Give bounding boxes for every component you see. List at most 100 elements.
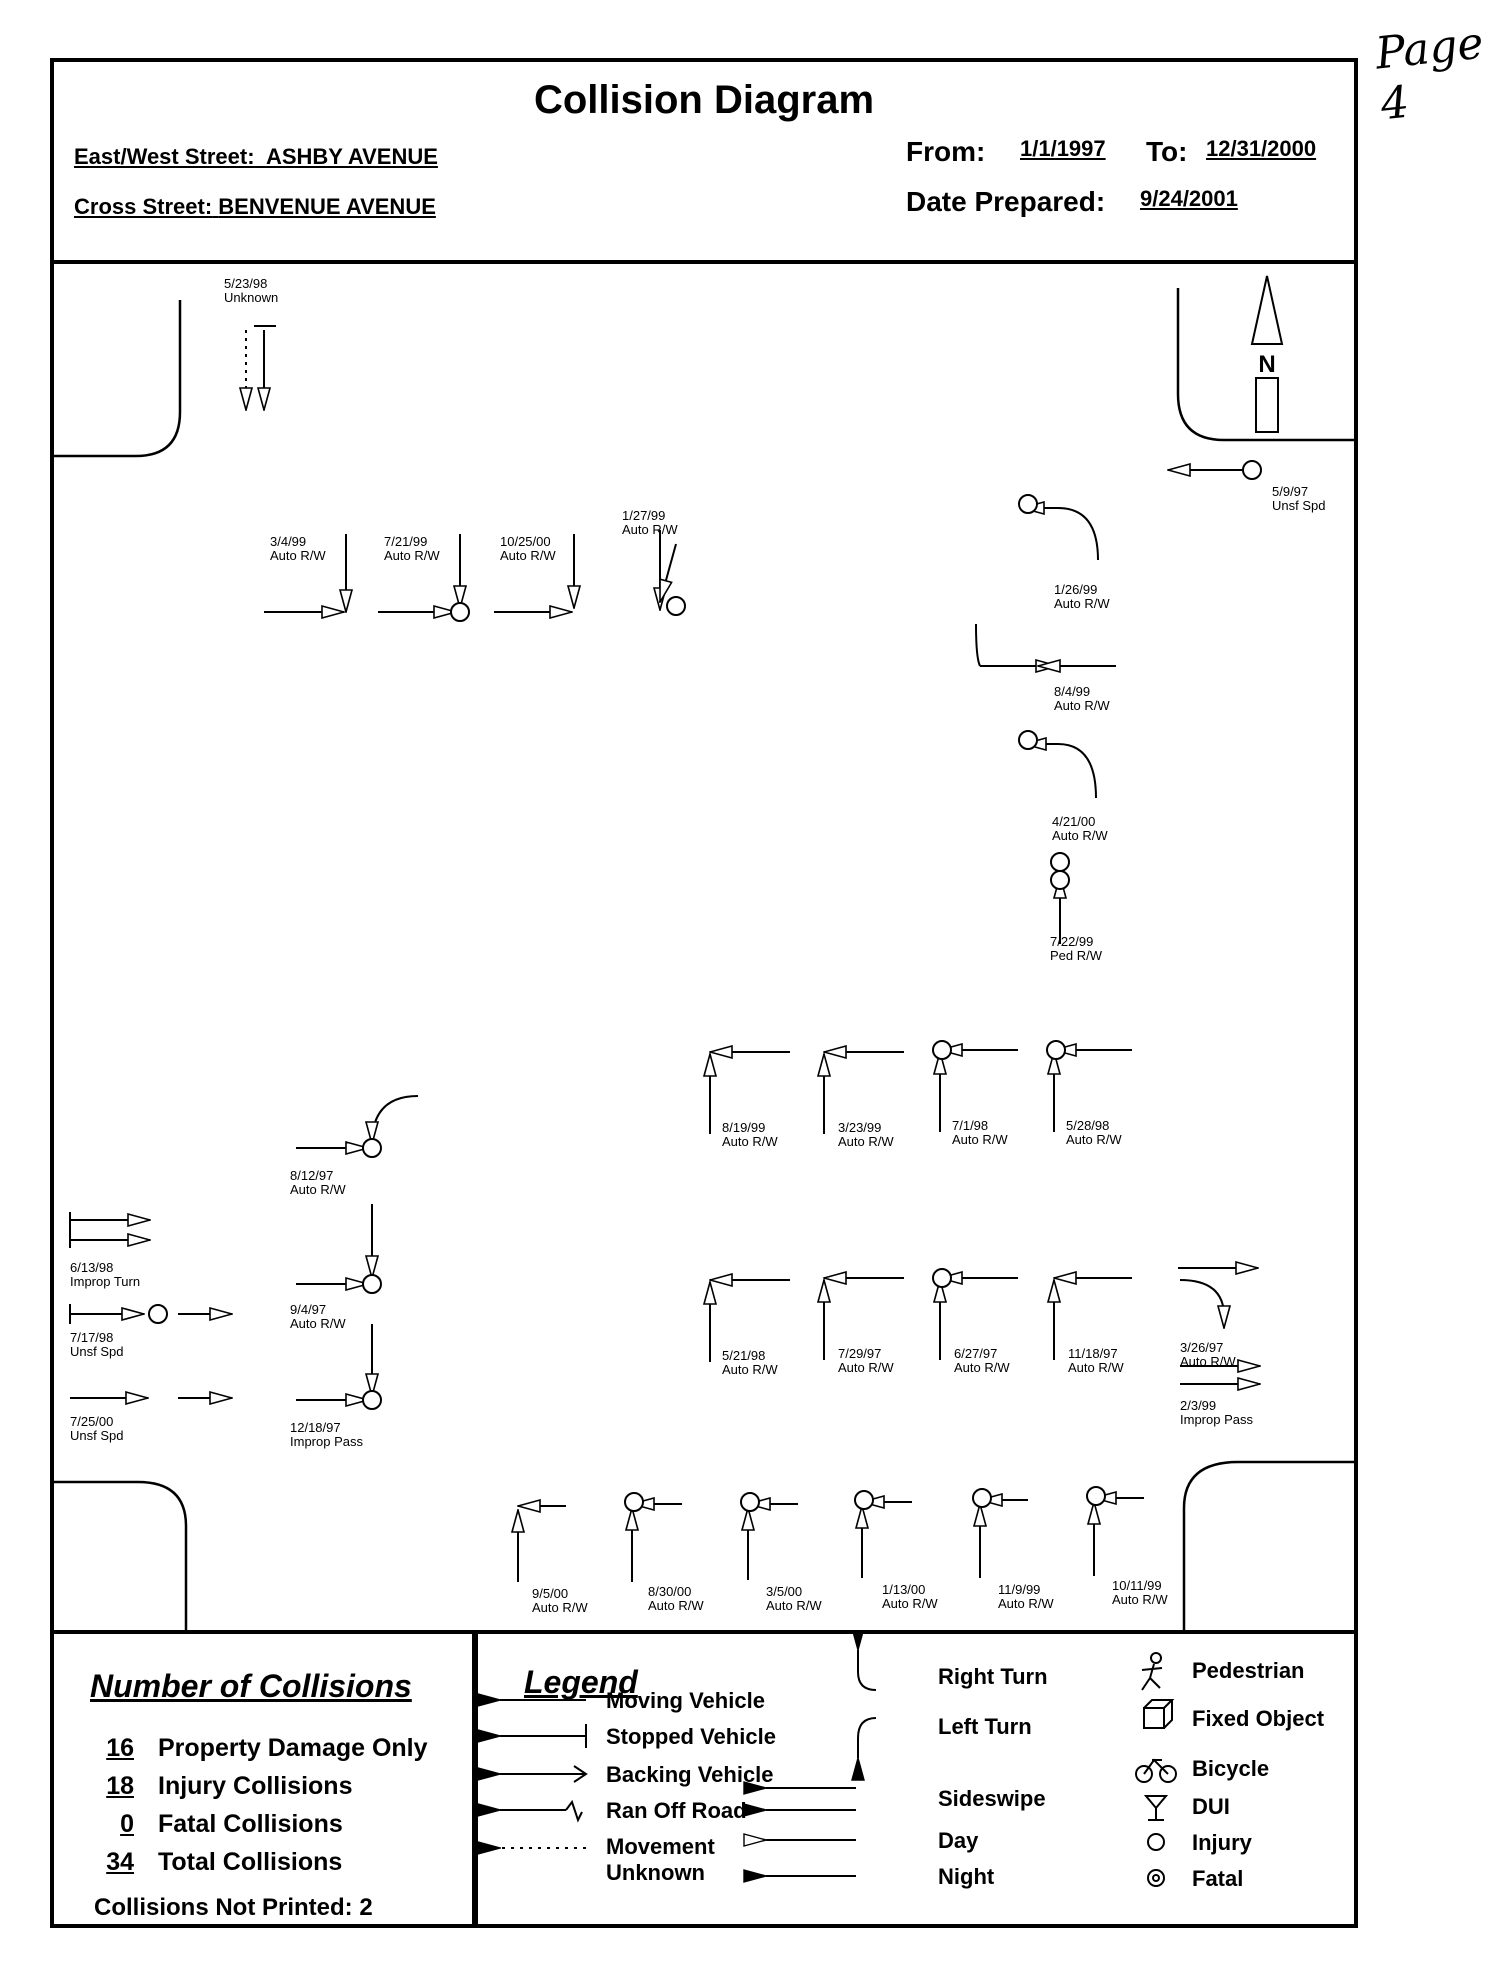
from-date: 1/1/1997 bbox=[1020, 136, 1106, 161]
legend: Legend bbox=[478, 1634, 1354, 1924]
legend-stopped-vehicle: Stopped Vehicle bbox=[606, 1724, 776, 1749]
collision-date: 5/23/98 bbox=[224, 276, 267, 291]
collision-date: 7/21/99 bbox=[384, 534, 427, 549]
injury-icon bbox=[362, 1274, 382, 1294]
injury-icon bbox=[450, 602, 470, 622]
collision-cause: Ped R/W bbox=[1050, 948, 1103, 963]
bicycle-icon bbox=[1135, 1758, 1177, 1783]
collision-date: 1/27/99 bbox=[622, 508, 665, 523]
injury-icon bbox=[1046, 1040, 1066, 1060]
collision-date: 7/1/98 bbox=[952, 1118, 988, 1133]
fixed-object-icon bbox=[1143, 1699, 1175, 1729]
diagram-canvas: N 5/23/98 Unknown 5/9/97 Unsf Spd 3/4/99… bbox=[54, 275, 1354, 1630]
footer-divider bbox=[54, 1630, 1354, 1634]
legend-backing-vehicle: Backing Vehicle bbox=[606, 1762, 774, 1787]
pedestrian-icon bbox=[1141, 1652, 1163, 1691]
count-label: Total Collisions bbox=[158, 1848, 343, 1876]
cross-street-value: BENVENUE AVENUE bbox=[218, 194, 436, 219]
injury-icon bbox=[666, 596, 686, 616]
collision-cause: Auto R/W bbox=[270, 548, 326, 563]
collision-date: 10/11/99 bbox=[1112, 1578, 1162, 1593]
north-label: N bbox=[1258, 351, 1275, 378]
collision-cause: Auto R/W bbox=[648, 1598, 704, 1613]
sideswipe-icon bbox=[766, 1788, 856, 1810]
counts-title: Number of Collisions bbox=[90, 1668, 412, 1704]
count-label: Fatal Collisions bbox=[158, 1810, 343, 1838]
collision-cause: Auto R/W bbox=[532, 1600, 588, 1615]
legend-fatal: Fatal bbox=[1192, 1866, 1244, 1891]
injury-icon bbox=[1242, 460, 1262, 480]
collision-cause: Auto R/W bbox=[1180, 1354, 1236, 1369]
collision-cause: Auto R/W bbox=[384, 548, 440, 563]
legend-moving-vehicle: Moving Vehicle bbox=[606, 1688, 765, 1713]
legend-dui: DUI bbox=[1192, 1794, 1230, 1819]
right-turn-icon bbox=[858, 1650, 877, 1691]
collision-cause: Auto R/W bbox=[1066, 1132, 1122, 1147]
collision-date: 3/26/97 bbox=[1180, 1340, 1223, 1355]
to-date: 12/31/2000 bbox=[1206, 136, 1317, 161]
injury-icon bbox=[854, 1490, 874, 1510]
collision-date: 11/18/97 bbox=[1068, 1346, 1118, 1361]
collision-date: 3/23/99 bbox=[838, 1120, 881, 1135]
collision-cause: Auto R/W bbox=[290, 1316, 346, 1331]
injury-icon bbox=[362, 1138, 382, 1158]
collision-date: 6/27/97 bbox=[954, 1346, 997, 1361]
injury-icon bbox=[1086, 1486, 1106, 1506]
collision-date: 7/17/98 bbox=[70, 1330, 113, 1345]
collision-cause: Auto R/W bbox=[1068, 1360, 1124, 1375]
collision-date: 6/13/98 bbox=[70, 1260, 113, 1275]
collision-date: 5/28/98 bbox=[1066, 1118, 1109, 1133]
north-arrow: N bbox=[1250, 275, 1284, 433]
collision-cause: Auto R/W bbox=[766, 1598, 822, 1613]
dui-icon bbox=[1143, 1795, 1169, 1821]
collision-cause: Auto R/W bbox=[952, 1132, 1008, 1147]
legend-left-turn: Left Turn bbox=[938, 1714, 1032, 1739]
curb-top-left bbox=[54, 300, 182, 458]
injury-icon bbox=[1050, 870, 1070, 890]
collision-cause: Auto R/W bbox=[1054, 698, 1110, 713]
collision-date: 8/19/99 bbox=[722, 1120, 765, 1135]
legend-right-turn: Right Turn bbox=[938, 1664, 1048, 1689]
injury-icon bbox=[972, 1488, 992, 1508]
turning-arrow bbox=[1179, 1279, 1224, 1328]
collision-date: 1/13/00 bbox=[882, 1582, 925, 1597]
collision-cause: Auto R/W bbox=[1052, 828, 1108, 843]
legend-ran-off-road: Ran Off Road bbox=[606, 1798, 747, 1823]
count-row: 0 Fatal Collisions bbox=[94, 1810, 343, 1839]
collision-date: 2/3/99 bbox=[1180, 1398, 1216, 1413]
street-curbs bbox=[54, 288, 1354, 1630]
legend-symbols bbox=[478, 1634, 1177, 1887]
collision-cause: Improp Turn bbox=[70, 1274, 140, 1289]
collision-cause: Improp Pass bbox=[290, 1434, 363, 1449]
injury-icon bbox=[362, 1390, 382, 1410]
date-prepared: 9/24/2001 bbox=[1140, 186, 1238, 211]
collision-date: 3/4/99 bbox=[270, 534, 306, 549]
injury-icon bbox=[932, 1268, 952, 1288]
collision-date: 8/12/97 bbox=[290, 1168, 333, 1183]
collision-cause: Auto R/W bbox=[1112, 1592, 1168, 1607]
collision-date: 10/25/00 bbox=[500, 534, 551, 549]
page-note: Page 4 bbox=[1373, 17, 1486, 131]
collision-cause: Unsf Spd bbox=[70, 1428, 123, 1443]
legend-fixed-object: Fixed Object bbox=[1192, 1706, 1325, 1731]
count-label: Injury Collisions bbox=[158, 1772, 353, 1800]
intersection-diagram: N 5/23/98 Unknown 5/9/97 Unsf Spd 3/4/99… bbox=[54, 264, 1354, 1630]
collision-date: 5/21/98 bbox=[722, 1348, 765, 1363]
collisions-not-printed: Collisions Not Printed: 2 bbox=[94, 1894, 373, 1921]
north-arrow-shaft bbox=[1255, 377, 1279, 433]
legend-bicycle: Bicycle bbox=[1192, 1756, 1270, 1781]
cross-street-label: Cross Street: bbox=[74, 194, 213, 219]
header: Collision Diagram East/West Street: ASHB… bbox=[54, 62, 1354, 264]
turning-arrow bbox=[1024, 744, 1097, 799]
collision-labels: 5/23/98 Unknown 5/9/97 Unsf Spd 3/4/99 A… bbox=[70, 276, 1325, 1615]
injury-icon bbox=[1018, 730, 1038, 750]
collision-cause: Auto R/W bbox=[838, 1360, 894, 1375]
date-prepared-label: Date Prepared: bbox=[906, 186, 1106, 217]
count-value: 0 bbox=[120, 1810, 134, 1838]
vehicle-arrow bbox=[659, 543, 677, 602]
collision-date: 9/4/97 bbox=[290, 1302, 326, 1317]
collision-cause: Auto R/W bbox=[998, 1596, 1054, 1611]
count-label: Property Damage Only bbox=[158, 1734, 428, 1762]
